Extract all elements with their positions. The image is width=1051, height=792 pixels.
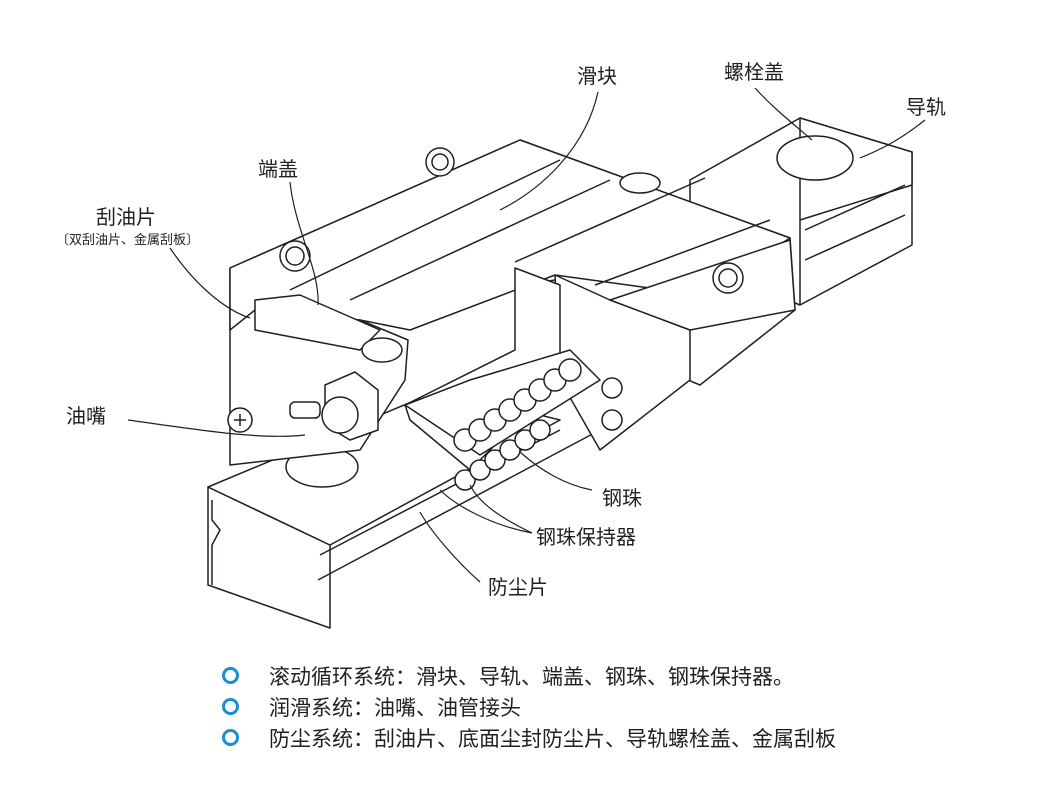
- legend-text: 防尘系统：刮油片、底面尘封防尘片、导轨螺栓盖、金属刮板: [269, 726, 836, 751]
- label-rail: 导轨: [906, 95, 946, 119]
- legend-item: 滚动循环系统：滑块、导轨、端盖、钢珠、钢珠保持器。: [222, 660, 836, 691]
- label-ball-retainer: 钢珠保持器: [536, 525, 636, 549]
- leader-lines: [127, 87, 926, 583]
- grease-nipple: [227, 371, 379, 441]
- bullet-icon: [222, 667, 239, 684]
- bolt-hole: [619, 172, 661, 194]
- label-end-cap: 端盖: [258, 157, 298, 181]
- bullet-icon: [222, 729, 239, 746]
- label-scraper-note: 〔双刮油片、金属刮板〕: [56, 233, 200, 248]
- slider-block: [229, 139, 796, 451]
- legend-text: 润滑系统：油嘴、油管接头: [269, 695, 521, 720]
- label-grease-nipple: 油嘴: [66, 404, 106, 428]
- ball-track: [404, 267, 601, 491]
- label-slider: 滑块: [577, 64, 617, 88]
- legend-text: 滚动循环系统：滑块、导轨、端盖、钢珠、钢珠保持器。: [269, 664, 794, 689]
- bolt-cap-back: [776, 135, 854, 181]
- legend-item: 防尘系统：刮油片、底面尘封防尘片、导轨螺栓盖、金属刮板: [222, 722, 836, 753]
- legend-item: 润滑系统：油嘴、油管接头: [222, 691, 836, 722]
- label-dust-seal: 防尘片: [488, 575, 548, 599]
- label-bolt-cap: 螺栓盖: [724, 60, 784, 84]
- label-scraper: 刮油片: [96, 205, 156, 229]
- bullet-icon: [222, 698, 239, 715]
- legend: 滚动循环系统：滑块、导轨、端盖、钢珠、钢珠保持器。 润滑系统：油嘴、油管接头 防…: [222, 660, 836, 753]
- label-steel-ball: 钢珠: [602, 486, 642, 510]
